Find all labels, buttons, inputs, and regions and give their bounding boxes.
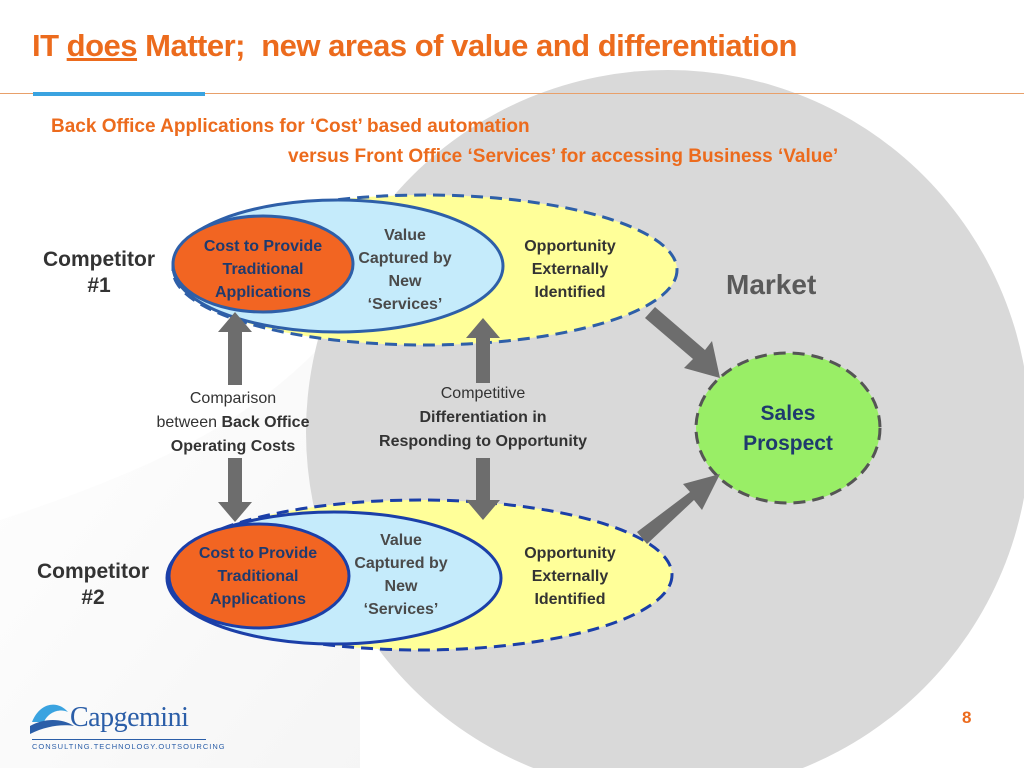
- sales-prospect-circle: [694, 351, 882, 505]
- title-emphasis: does: [66, 28, 138, 63]
- title-rule: [0, 93, 1024, 94]
- title-rule-accent: [33, 92, 205, 96]
- capgemini-logo: Capgemini CONSULTING.TECHNOLOGY.OUTSOURC…: [28, 700, 225, 752]
- comparison-note: Comparison between Back Office Operating…: [156, 390, 310, 455]
- logo-wordmark: Capgemini: [70, 702, 189, 733]
- capgemini-spade-icon: [30, 704, 74, 734]
- differentiation-arrow: [466, 318, 500, 520]
- background-swoosh: [0, 300, 360, 768]
- cost-ellipse-2: [167, 522, 351, 630]
- comparison-arrow: [218, 312, 252, 522]
- competitor-2-label: Competitor#2: [37, 560, 149, 609]
- differentiation-note: Competitive Differentiation in Respondin…: [379, 385, 587, 450]
- page-number: 8: [962, 708, 972, 727]
- arrow-to-sales-bottom: [637, 474, 720, 544]
- competitor-1-label: Competitor#1: [43, 248, 155, 297]
- arrow-to-sales-top: [645, 307, 720, 378]
- market-label: Market: [726, 269, 817, 300]
- logo-tagline: CONSULTING.TECHNOLOGY.OUTSOURCING: [32, 739, 225, 751]
- cost-ellipse-1: [171, 214, 355, 314]
- slide-title: IT does Matter; new areas of value and d…: [32, 28, 797, 63]
- subtitle-line-2: versus Front Office ‘Services’ for acces…: [288, 146, 839, 167]
- subtitle-line-1: Back Office Applications for ‘Cost’ base…: [51, 116, 530, 137]
